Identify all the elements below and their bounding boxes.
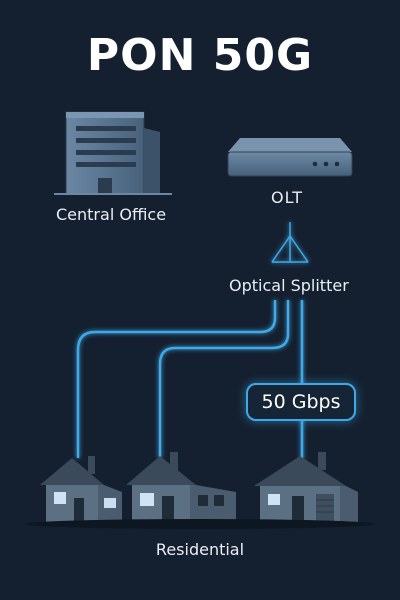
optical-splitter-label: Optical Splitter — [229, 276, 349, 295]
ground-shadow — [25, 519, 375, 529]
speed-badge-label: 50 Gbps — [261, 391, 341, 413]
house-2-icon — [126, 452, 236, 522]
central-office-label: Central Office — [56, 205, 167, 224]
fiber-branch-house-2 — [158, 300, 290, 458]
central-office-building-icon — [54, 111, 172, 195]
speed-badge: 50 Gbps — [246, 383, 356, 421]
olt-device-icon — [227, 138, 353, 177]
page-title: PON 50G — [86, 30, 314, 81]
fiber-branch-house-1 — [76, 300, 277, 458]
house-1-icon — [40, 456, 122, 522]
olt-label: OLT — [271, 188, 304, 207]
residential-label: Residential — [155, 540, 245, 559]
fiber-branches — [76, 300, 304, 460]
optical-splitter-icon — [271, 222, 309, 263]
house-3-icon — [254, 452, 358, 522]
